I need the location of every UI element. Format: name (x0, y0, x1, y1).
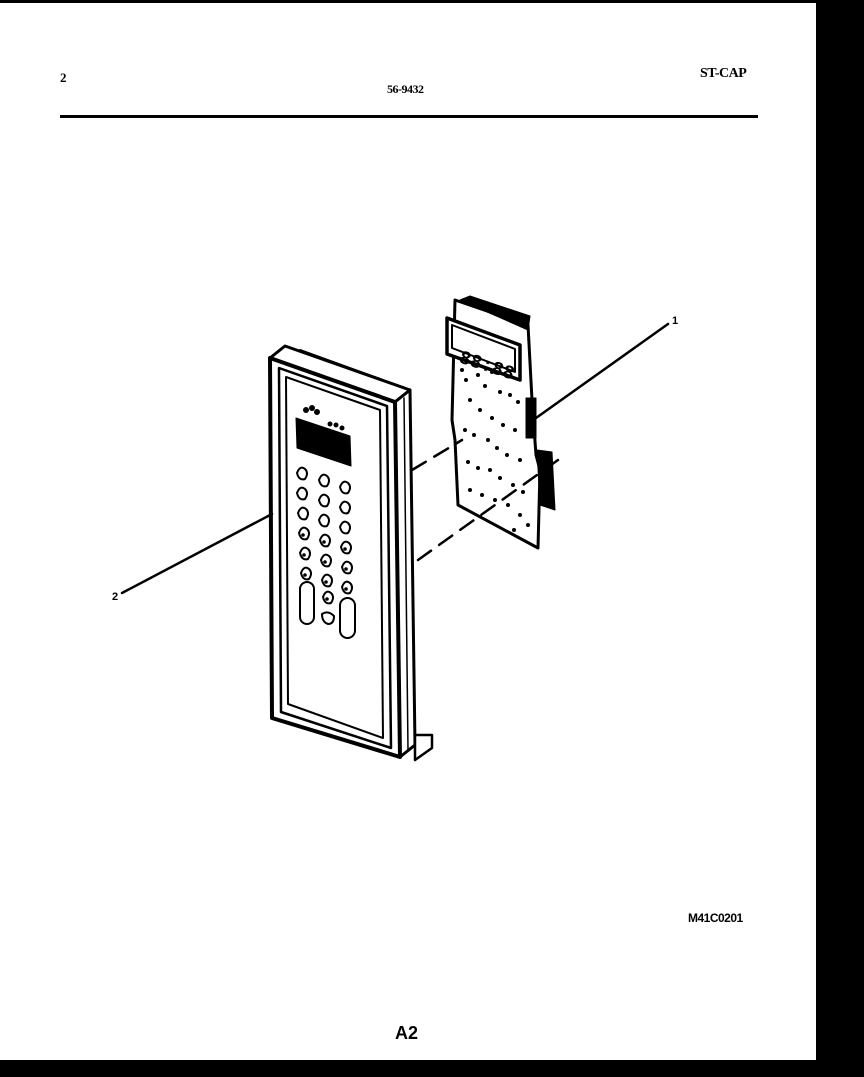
callout-1: 1 (672, 315, 679, 327)
control-board (445, 295, 556, 550)
document-number: 56-9432 (387, 82, 424, 96)
keypad-buttons (296, 466, 356, 639)
scan-border-top (0, 0, 864, 3)
model-code: ST-CAP (700, 66, 747, 81)
leader-line-2 (120, 512, 274, 595)
scan-border-bottom (0, 1060, 864, 1077)
scan-border-right (816, 0, 864, 1077)
control-panel-housing (268, 344, 434, 762)
illustration-code: M41C0201 (688, 911, 743, 925)
callout-2: 2 (112, 591, 119, 603)
page-label: A2 (395, 1023, 419, 1043)
header-rule (60, 115, 758, 118)
page-number: 2 (60, 70, 67, 85)
alignment-lines (410, 438, 567, 562)
leader-line-1 (534, 322, 670, 420)
